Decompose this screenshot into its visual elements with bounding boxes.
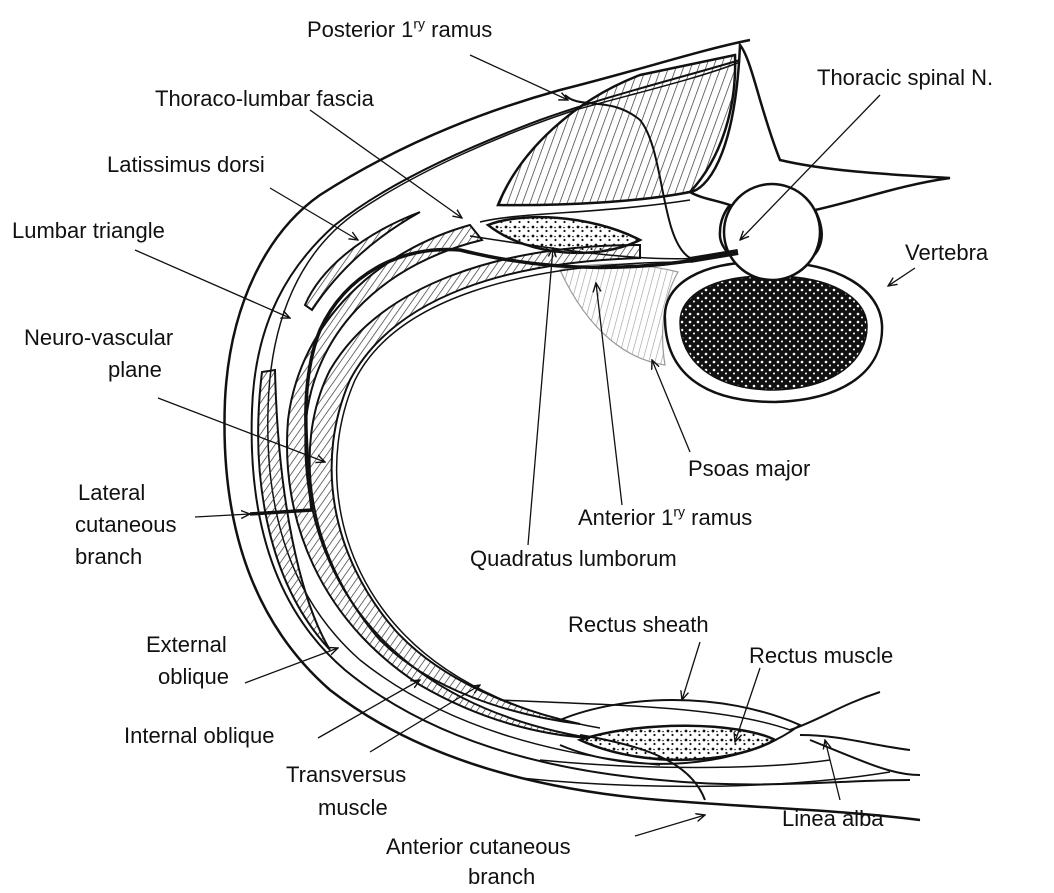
label-rectus-sheath: Rectus sheath bbox=[568, 612, 709, 638]
label-anterior-cutaneous-branch-line1: Anterior cutaneous bbox=[386, 834, 571, 860]
erector-spinae-muscle bbox=[498, 55, 735, 205]
label-lateral-cutaneous-branch-line3: branch bbox=[75, 544, 142, 570]
label-psoas-major: Psoas major bbox=[688, 456, 810, 482]
rectus-abdominis-muscle bbox=[580, 726, 775, 760]
label-linea-alba: Linea alba bbox=[782, 806, 884, 832]
label-quadratus-lumborum: Quadratus lumborum bbox=[470, 546, 677, 572]
label-anterior-ramus: Anterior 1ry ramus bbox=[578, 505, 752, 531]
label-transversus-muscle-line2: muscle bbox=[318, 795, 388, 821]
label-transversus-muscle-line1: Transversus bbox=[286, 762, 406, 788]
label-vertebra: Vertebra bbox=[905, 240, 988, 266]
label-external-oblique-line1: External bbox=[146, 632, 227, 658]
psoas-major-muscle bbox=[560, 264, 678, 365]
label-lumbar-triangle: Lumbar triangle bbox=[12, 218, 165, 244]
label-neuro-vascular-plane-line2: plane bbox=[108, 357, 162, 383]
label-anterior-cutaneous-branch-line2: branch bbox=[468, 864, 535, 890]
label-lateral-cutaneous-branch-line1: Lateral bbox=[78, 480, 145, 506]
vertebral-canal bbox=[724, 184, 820, 280]
label-neuro-vascular-plane-line1: Neuro-vascular bbox=[24, 325, 173, 351]
label-thoraco-lumbar-fascia: Thoraco-lumbar fascia bbox=[155, 86, 374, 112]
label-thoracic-spinal-nerve: Thoracic spinal N. bbox=[817, 65, 993, 91]
label-posterior-ramus: Posterior 1ry ramus bbox=[307, 17, 492, 43]
label-rectus-muscle: Rectus muscle bbox=[749, 643, 893, 669]
label-latissimus-dorsi: Latissimus dorsi bbox=[107, 152, 265, 178]
label-internal-oblique: Internal oblique bbox=[124, 723, 274, 749]
vertebral-body-cancellous bbox=[680, 276, 867, 390]
label-external-oblique-line2: oblique bbox=[158, 664, 229, 690]
label-lateral-cutaneous-branch-line2: cutaneous bbox=[75, 512, 177, 538]
